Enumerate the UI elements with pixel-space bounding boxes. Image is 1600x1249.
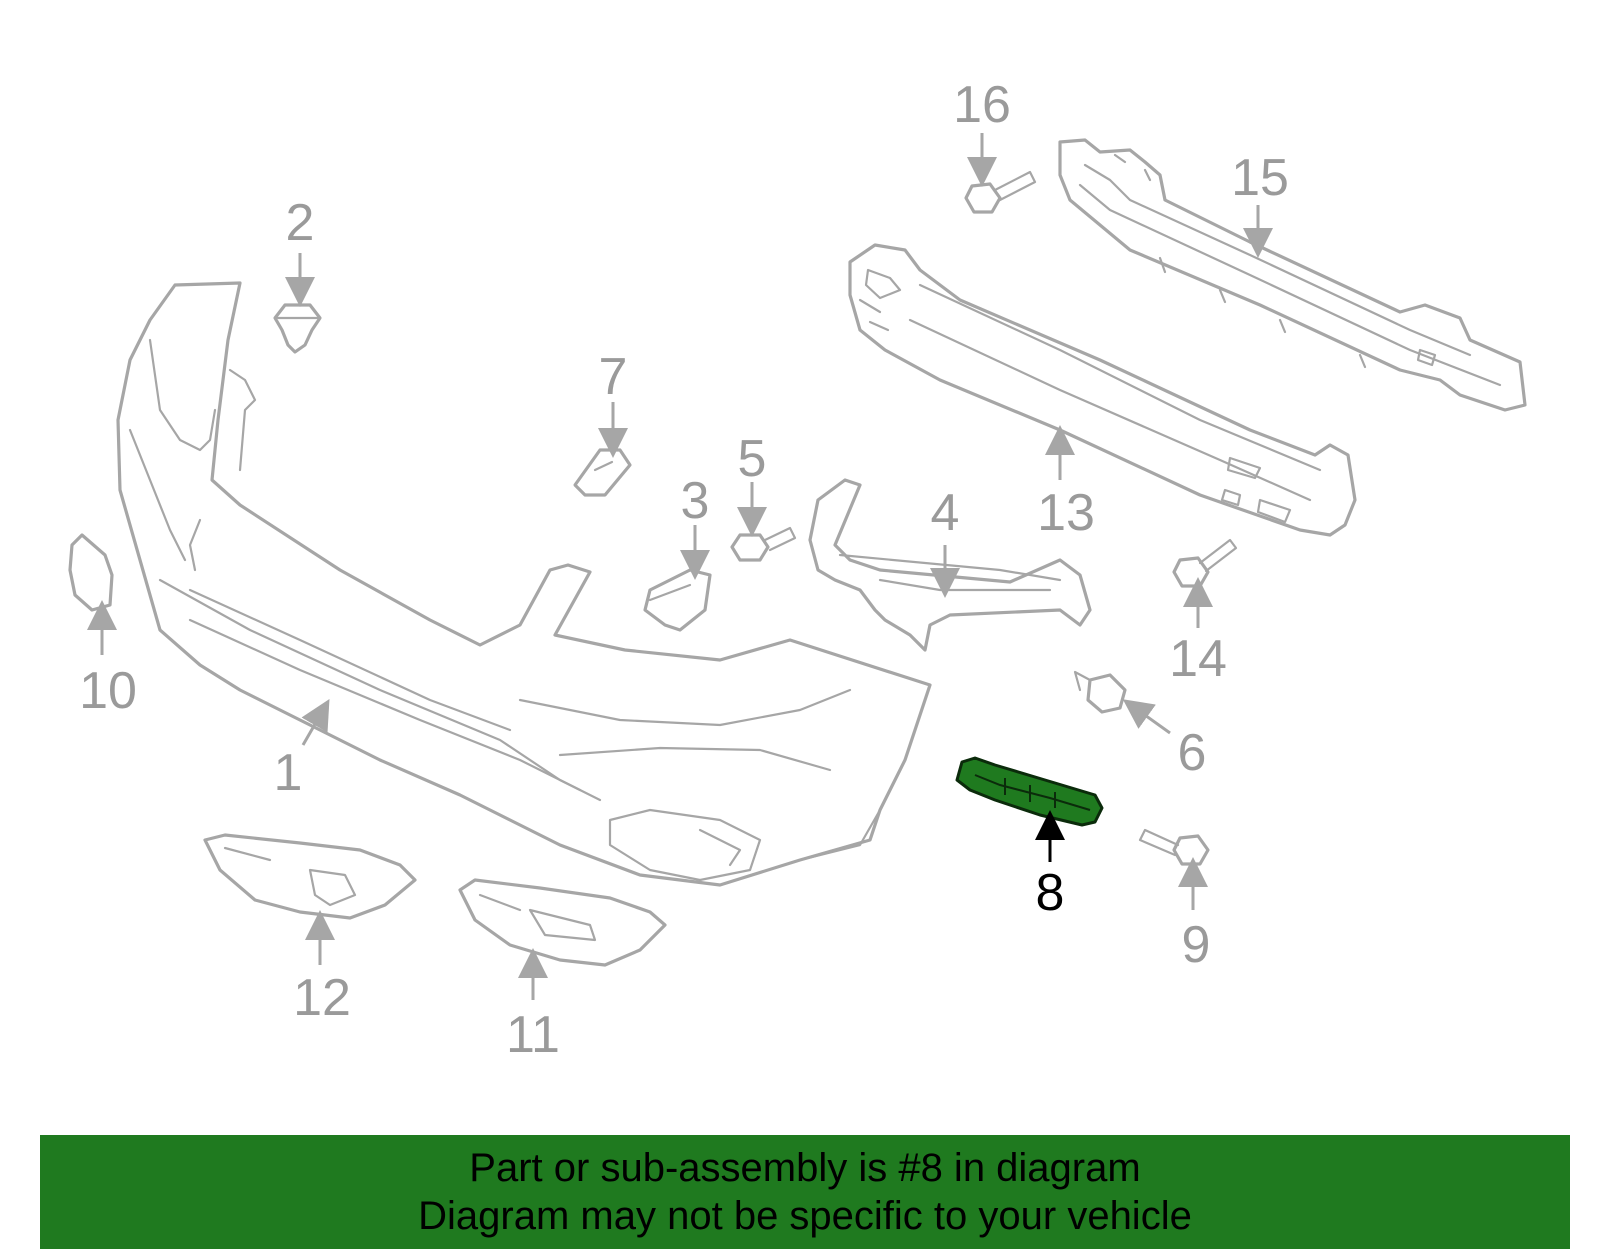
callout-13: 13 — [1037, 484, 1095, 542]
part-6-clip — [1073, 670, 1127, 714]
callout-5: 5 — [738, 430, 767, 488]
part-15-reinforcement-bar — [1058, 138, 1527, 412]
part-16-bolt — [964, 170, 1037, 214]
part-12-fog-lamp-bezel — [203, 833, 417, 920]
part-2-push-clip — [273, 303, 322, 354]
callout-10: 10 — [79, 662, 137, 720]
banner-line-1: Part or sub-assembly is #8 in diagram — [469, 1146, 1141, 1190]
callout-3: 3 — [681, 472, 710, 530]
callout-15: 15 — [1231, 149, 1289, 207]
part-13-energy-absorber — [848, 243, 1357, 537]
callout-11: 11 — [506, 1006, 560, 1064]
part-8-bumper-bracket — [955, 756, 1104, 827]
banner-line-2: Diagram may not be specific to your vehi… — [418, 1194, 1192, 1238]
callout-16: 16 — [953, 76, 1011, 134]
callout-1: 1 — [274, 744, 303, 802]
callout-14: 14 — [1169, 630, 1227, 688]
callout-8: 8 — [1036, 864, 1065, 922]
callout-labels: 1 2 3 4 5 6 7 8 9 10 11 12 13 14 15 16 — [79, 76, 1289, 1064]
callout-12: 12 — [293, 969, 351, 1027]
part-1-bumper-cover — [116, 281, 932, 887]
callout-9: 9 — [1182, 916, 1211, 974]
info-banner: Part or sub-assembly is #8 in diagram Di… — [40, 1135, 1570, 1249]
part-11-fog-lamp-bezel — [458, 878, 667, 967]
part-5-bolt — [730, 526, 797, 562]
callout-4: 4 — [931, 484, 960, 542]
callout-2: 2 — [286, 194, 315, 252]
part-7-small-bracket — [573, 448, 632, 497]
callout-6: 6 — [1178, 724, 1207, 782]
part-3-bracket — [643, 568, 712, 632]
callout-arrows — [87, 133, 1273, 1000]
callout-7: 7 — [599, 348, 628, 406]
part-10-cap — [68, 533, 114, 612]
part-14-bolt — [1172, 538, 1238, 588]
part-9-bolt — [1138, 828, 1210, 866]
